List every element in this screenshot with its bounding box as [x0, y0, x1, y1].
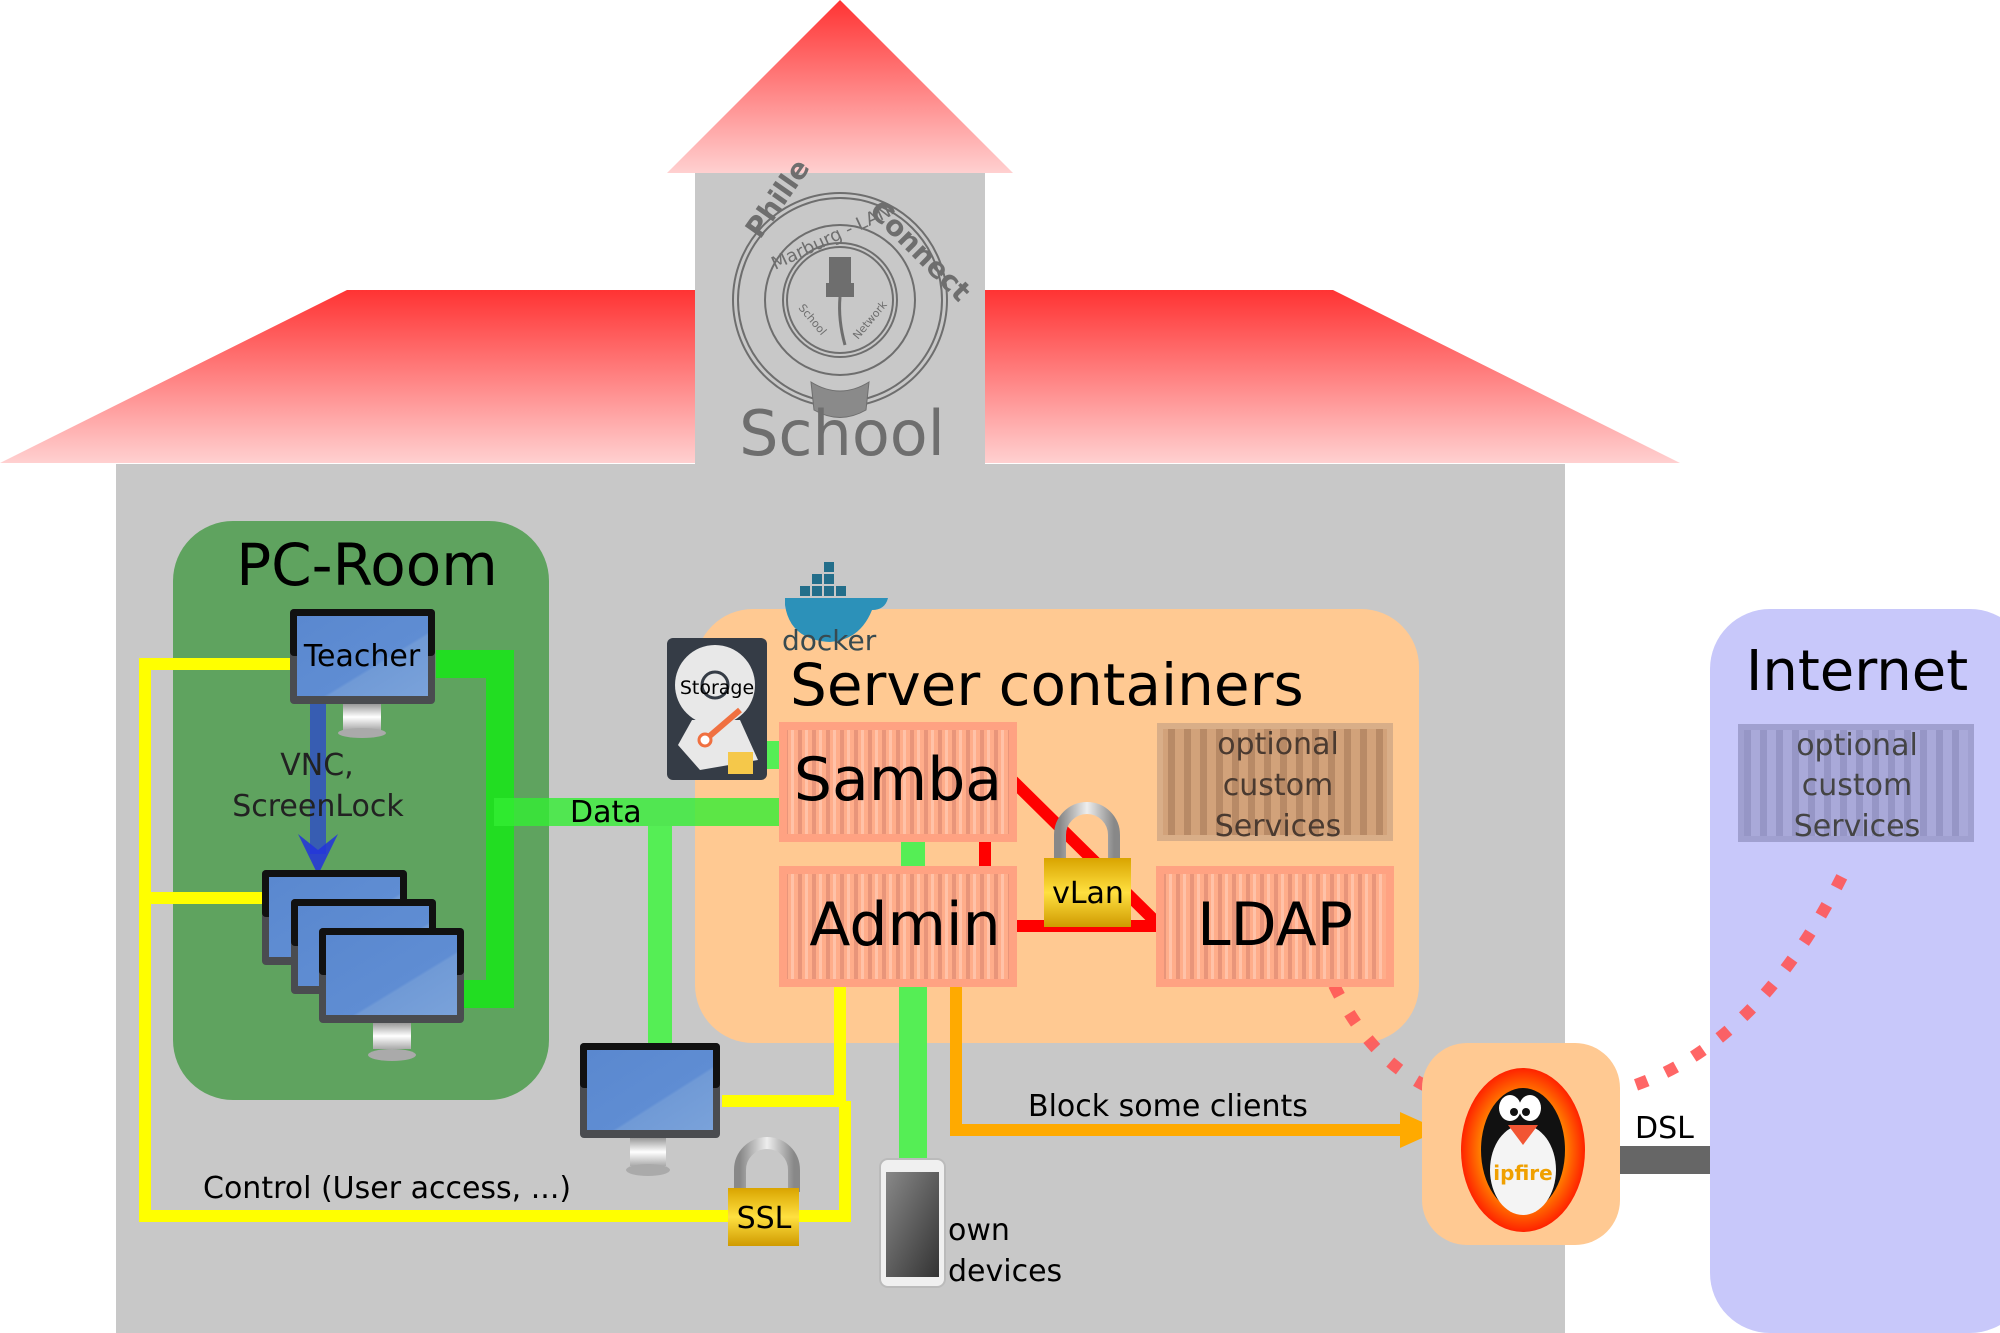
optional-label-line3: Services: [1215, 809, 1342, 844]
data-label: Data: [570, 795, 642, 830]
docker-label: docker: [782, 624, 877, 657]
internet-optional-line1: optional: [1796, 728, 1918, 763]
dsl-label: DSL: [1635, 1111, 1694, 1146]
vlan-label: vLan: [1052, 876, 1124, 911]
control-lines: [139, 658, 851, 1222]
data-lines: [436, 650, 927, 1160]
phille-connect-logo: [732, 192, 948, 418]
tower-roof: [667, 0, 1013, 173]
samba-container[interactable]: Samba: [779, 722, 1017, 842]
admin-label: Admin: [809, 890, 1000, 960]
vnc-label-2: ScreenLock: [232, 789, 404, 824]
internet-area: [1710, 609, 2000, 1333]
own-devices-line1: own: [948, 1213, 1010, 1248]
vnc-label-1: VNC,: [280, 748, 353, 783]
docker-whale-icon: [785, 562, 888, 642]
ipfire-penguin-icon[interactable]: ipfire: [1461, 1068, 1585, 1232]
teacher-monitor[interactable]: [290, 609, 435, 738]
internet-title: Internet: [1746, 639, 1968, 704]
ethernet-plug-icon: [826, 257, 854, 346]
ssl-label: SSL: [737, 1201, 792, 1236]
block-line: [950, 983, 1440, 1148]
ldap-label: LDAP: [1197, 890, 1353, 960]
ipfire-label: ipfire: [1493, 1161, 1552, 1185]
ssl-lock-icon: [728, 1137, 800, 1246]
optional-label-line1: optional: [1217, 727, 1339, 762]
server-containers-title: Server containers: [790, 651, 1304, 719]
standalone-monitor[interactable]: [580, 1043, 720, 1176]
storage-label: Storage: [680, 677, 754, 699]
smartphone-icon[interactable]: [879, 1158, 946, 1288]
internet-optional-line2: custom: [1802, 768, 1912, 803]
block-label: Block some clients: [1028, 1089, 1308, 1124]
optional-services-container: optional custom Services: [1157, 723, 1393, 844]
block-arrow-head: [1400, 1112, 1440, 1148]
dsl-line: [1620, 1146, 1710, 1174]
control-label: Control (User access, ...): [203, 1171, 571, 1206]
samba-label: Samba: [794, 745, 1002, 815]
optional-label-line2: custom: [1223, 768, 1333, 803]
tower-label: School: [739, 397, 945, 470]
student-monitor-3[interactable]: [319, 928, 464, 1061]
internet-optional-line3: Services: [1794, 809, 1921, 844]
admin-container[interactable]: Admin: [779, 866, 1017, 987]
own-devices-line2: devices: [948, 1254, 1062, 1289]
ldap-container[interactable]: LDAP: [1156, 866, 1394, 987]
vlan-lock-icon: [1044, 802, 1131, 927]
dotted-connection: [1328, 857, 1856, 1106]
teacher-label: Teacher: [303, 639, 421, 674]
pc-room-title: PC-Room: [236, 531, 498, 599]
internet-optional-services-container: optional custom Services: [1738, 724, 1974, 844]
hard-disk-icon: [667, 638, 767, 780]
vnc-arrow: [298, 704, 338, 875]
